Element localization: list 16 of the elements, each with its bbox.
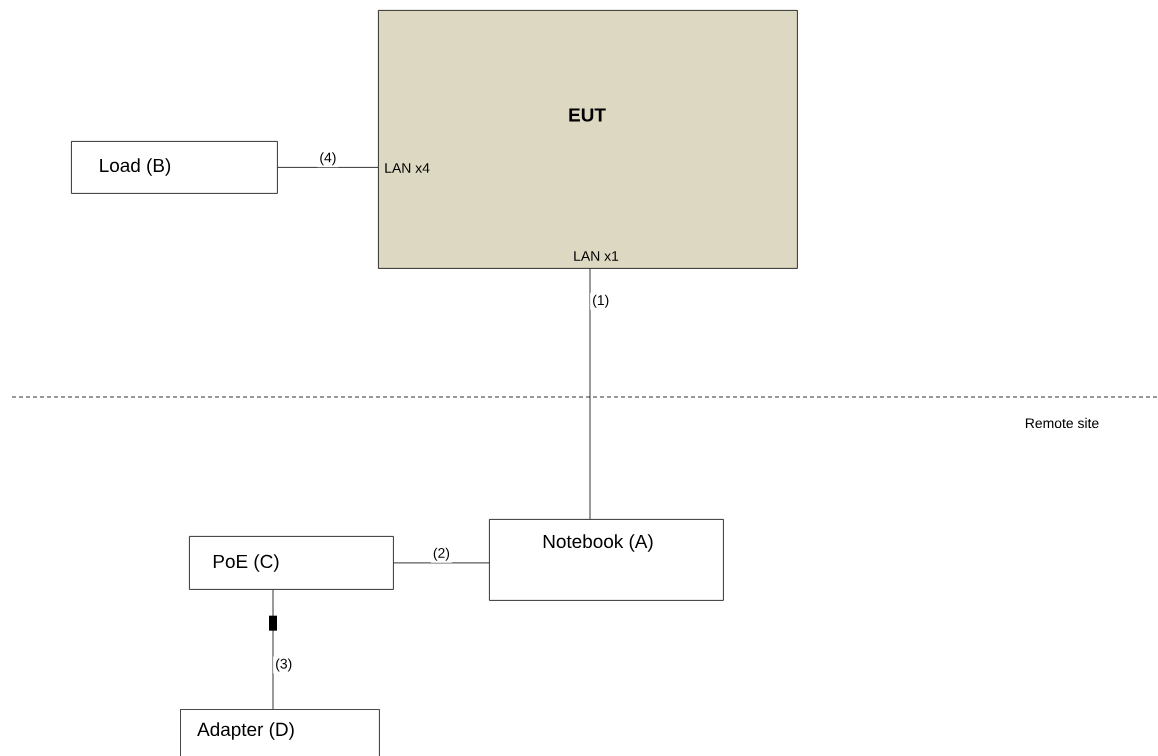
connector-line <box>589 268 591 520</box>
edge-label: (3) <box>273 656 295 674</box>
port-label: LAN x1 <box>574 251 619 261</box>
box-label: Notebook (A) <box>543 534 653 552</box>
connector-line <box>393 562 490 564</box>
port-label: LAN x4 <box>385 163 430 173</box>
box-label: Load (B) <box>100 158 171 176</box>
box-label: PoE (C) <box>213 554 279 572</box>
connector-line <box>269 589 277 710</box>
connector-line <box>277 167 379 168</box>
box-title: EUT <box>569 108 606 122</box>
edge-label: (4) <box>317 150 339 168</box>
edge-label: (2) <box>430 545 452 563</box>
edge-label: (1) <box>590 292 612 310</box>
zone-label: Remote site <box>1025 417 1099 429</box>
box-label: Adapter (D) <box>197 722 294 740</box>
